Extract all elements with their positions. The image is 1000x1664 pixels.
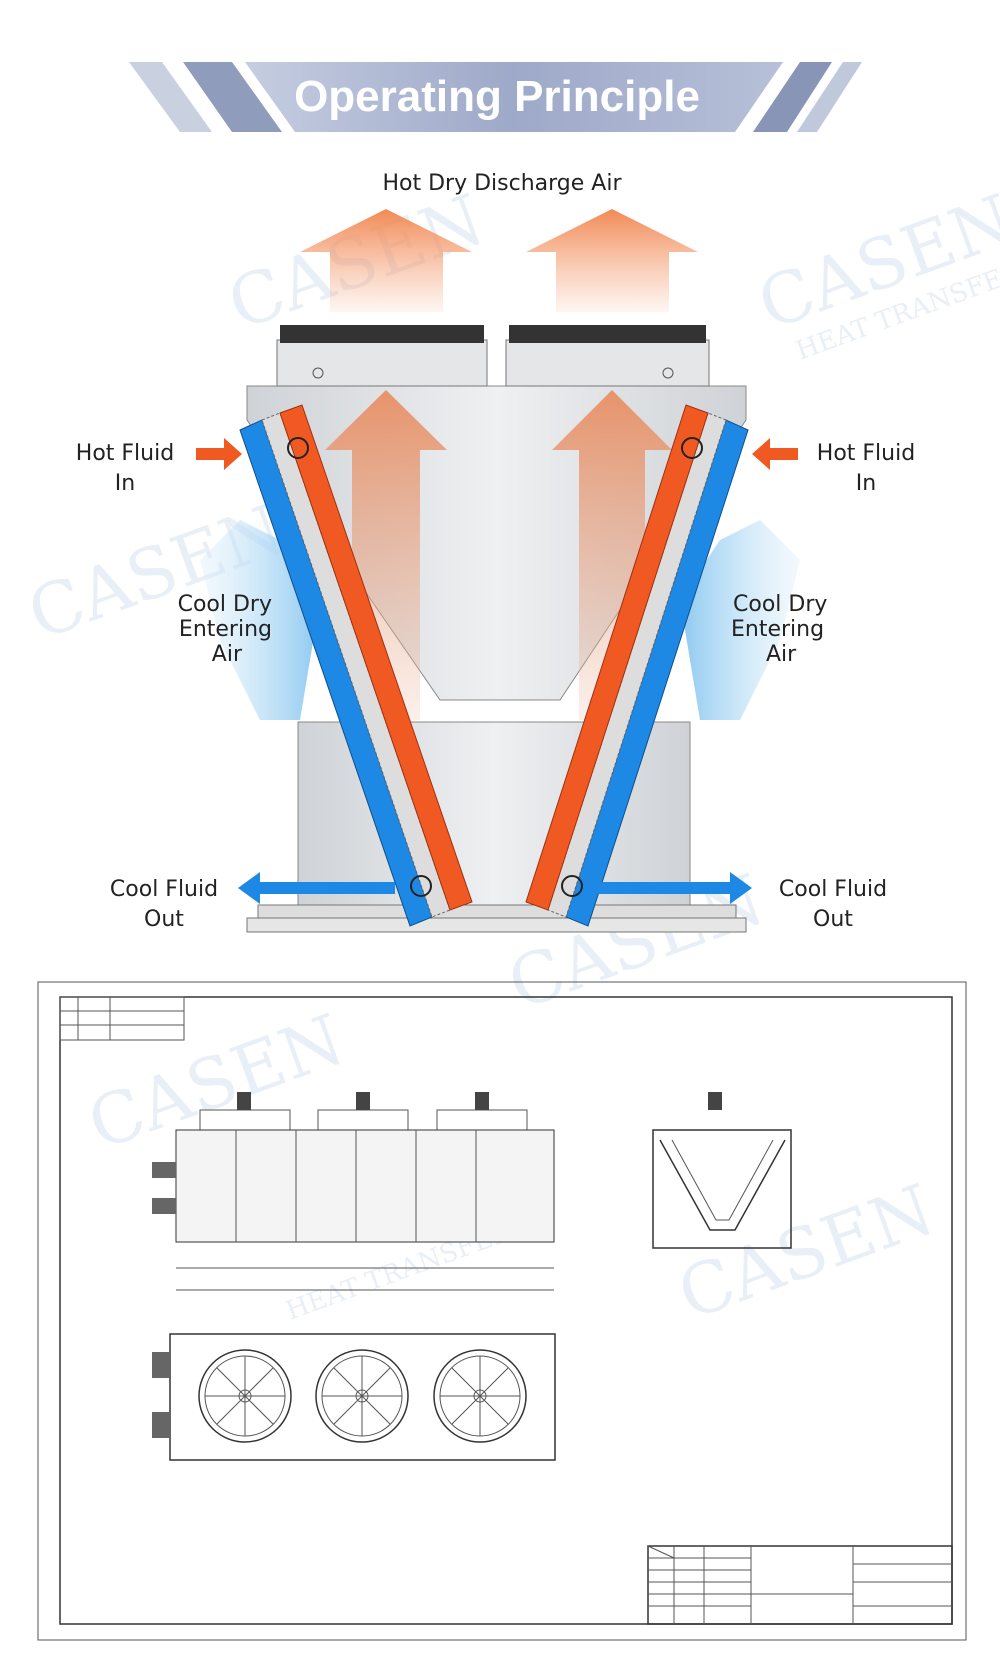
- discharge-air-label: Hot Dry Discharge Air: [382, 171, 622, 196]
- banner-title: Operating Principle: [294, 72, 700, 121]
- discharge-arrow-right: [526, 209, 698, 312]
- cool-fluid-out-arrow-left: [238, 872, 395, 904]
- discharge-arrow-left: [300, 209, 472, 312]
- side-view: [652, 1092, 792, 1249]
- fan-icon: [198, 1349, 292, 1443]
- left-coil: [239, 404, 473, 927]
- front-view: [152, 1092, 555, 1291]
- engineering-drawing: [37, 981, 967, 1641]
- title-block: [647, 1545, 953, 1625]
- hot-fluid-in-arrow-right: [752, 438, 798, 470]
- cool-fluid-out-arrow-right: [598, 872, 752, 904]
- cool-air-arrow-right: [680, 520, 800, 720]
- hot-fluid-in-arrow-left: [196, 438, 242, 470]
- title-banner: Operating Principle: [129, 62, 862, 132]
- right-coil: [525, 404, 749, 927]
- fan-icon: [315, 1349, 409, 1443]
- fan-icon: [433, 1349, 527, 1443]
- top-view: [152, 1333, 556, 1461]
- svg-text:CASEN: CASEN: [668, 1168, 945, 1335]
